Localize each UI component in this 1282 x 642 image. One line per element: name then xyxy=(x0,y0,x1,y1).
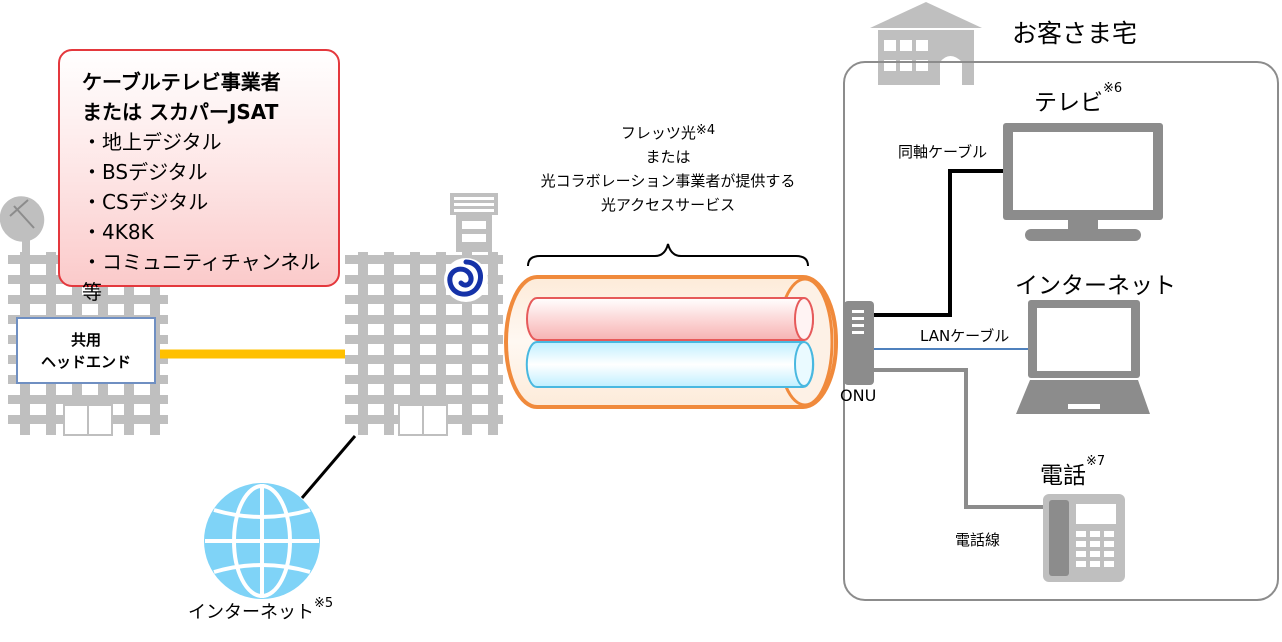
globe-label: インターネット※5 xyxy=(188,596,334,624)
tv-icon xyxy=(1003,123,1163,241)
fiber-core-red xyxy=(526,297,814,341)
home-title: お客さま宅 xyxy=(1012,19,1138,48)
globe-label-text: インターネット xyxy=(188,602,314,623)
fiber-line1: フレッツ光 xyxy=(620,124,696,142)
provider-service-item: ・コミュニティチャンネル 等 xyxy=(82,250,341,304)
onu-device-icon xyxy=(844,301,874,385)
provider-service-item: ・CSデジタル xyxy=(82,190,209,214)
phone-note: ※7 xyxy=(1086,454,1106,469)
satellite-dish-icon xyxy=(0,196,45,253)
phone-label: 電話※7 xyxy=(1040,454,1106,490)
globe-note: ※5 xyxy=(314,596,334,611)
phone-line-label: 電話線 xyxy=(955,531,1001,549)
phone-line xyxy=(874,368,1044,509)
fiber-description: フレッツ光※4 または 光コラボレーション事業者が提供する 光アクセスサービス xyxy=(520,121,816,217)
tv-label: テレビ※6 xyxy=(1034,81,1123,117)
provider-service-item: ・地上デジタル xyxy=(82,130,222,154)
headend-label-line2: ヘッドエンド xyxy=(40,353,131,371)
internet-connection-line xyxy=(300,435,357,499)
fiber-brace xyxy=(527,243,809,267)
fiber-line2: または xyxy=(645,148,691,166)
headend-label-line1: 共用 xyxy=(70,331,101,349)
house-icon xyxy=(870,2,982,85)
onu-label: ONU xyxy=(840,386,877,405)
laptop-icon xyxy=(1016,300,1150,414)
customer-home-frame xyxy=(843,61,1279,601)
fiber-cable xyxy=(504,275,838,409)
tv-note: ※6 xyxy=(1103,81,1123,96)
coax-cable-line xyxy=(874,169,1004,317)
fiber-note: ※4 xyxy=(695,123,716,138)
central-office-building xyxy=(345,193,503,436)
provider-callout: ケーブルテレビ事業者 または スカパーJSAT ・地上デジタル ・BSデジタル … xyxy=(58,49,340,304)
lan-label: LANケーブル xyxy=(920,327,1010,345)
fiber-core-blue xyxy=(525,341,815,388)
internet-label: インターネット xyxy=(1015,273,1176,299)
coax-label: 同軸ケーブル xyxy=(898,143,988,161)
fiber-line3: 光コラボレーション事業者が提供する xyxy=(540,172,796,190)
tv-label-text: テレビ xyxy=(1034,90,1103,116)
phone-label-text: 電話 xyxy=(1040,463,1086,489)
globe-icon xyxy=(204,483,320,599)
ntt-logo-icon xyxy=(444,258,488,302)
telephone-icon xyxy=(1043,494,1125,582)
fiber-line4: 光アクセスサービス xyxy=(600,196,736,214)
provider-service-item: ・4K8K xyxy=(82,220,154,244)
provider-service-item: ・BSデジタル xyxy=(82,160,208,184)
provider-title-line2: または スカパーJSAT xyxy=(82,100,279,124)
provider-title-line1: ケーブルテレビ事業者 xyxy=(82,70,281,94)
headend-label: 共用 ヘッドエンド xyxy=(16,317,156,384)
